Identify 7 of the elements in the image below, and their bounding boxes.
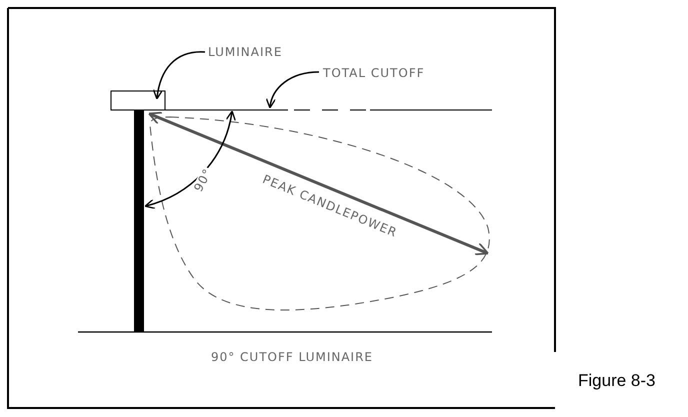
callout-text: LUMINAIRE	[208, 46, 282, 58]
luminaire-box	[110, 90, 166, 110]
leader-line	[153, 51, 205, 100]
leader-line	[266, 71, 320, 109]
figure-title: 90° CUTOFF LUMINAIRE	[210, 351, 374, 363]
figure-caption: Figure 8-3	[578, 372, 656, 389]
callout-text: TOTAL CUTOFF	[323, 67, 425, 79]
